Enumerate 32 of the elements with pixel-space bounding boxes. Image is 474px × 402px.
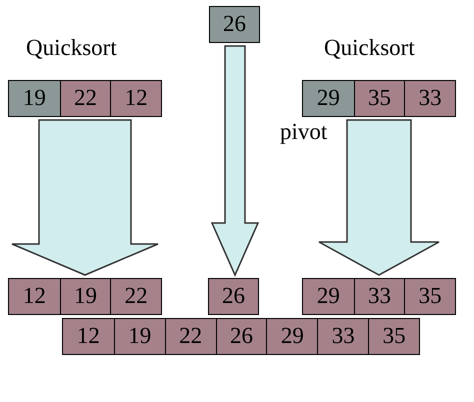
array-cell: 35 [404,279,455,314]
array-cell: 12 [9,279,60,314]
text-label: Quicksort [26,34,117,62]
array-cell: 22 [110,279,161,314]
array-cell: 12 [110,81,161,116]
array-cell: 33 [317,319,368,354]
array-row [62,318,420,355]
block-arrow [210,45,260,277]
array-cell: 29 [303,81,354,116]
array-cell: 33 [354,279,404,314]
array-cell: 29 [303,279,354,314]
block-arrow [318,119,440,276]
array-cell: 22 [60,81,110,116]
text-label: Quicksort [324,34,415,62]
array-cell: 35 [354,81,404,116]
array-row [8,278,162,315]
block-arrow [11,119,159,276]
text-label: pivot [280,118,328,146]
array-cell: 35 [368,319,420,354]
array-cell: 26 [208,278,259,315]
array-cell: 12 [63,319,114,354]
array-cell: 19 [114,319,165,354]
array-cell: 19 [9,81,60,116]
array-cell: 22 [164,319,216,354]
array-cell: 33 [404,81,455,116]
array-row [302,80,456,117]
array-row [8,80,162,117]
array-cell: 19 [60,279,110,314]
array-cell: 26 [216,319,266,354]
array-cell: 29 [266,319,318,354]
array-cell: 26 [209,6,260,43]
array-row [302,278,456,315]
